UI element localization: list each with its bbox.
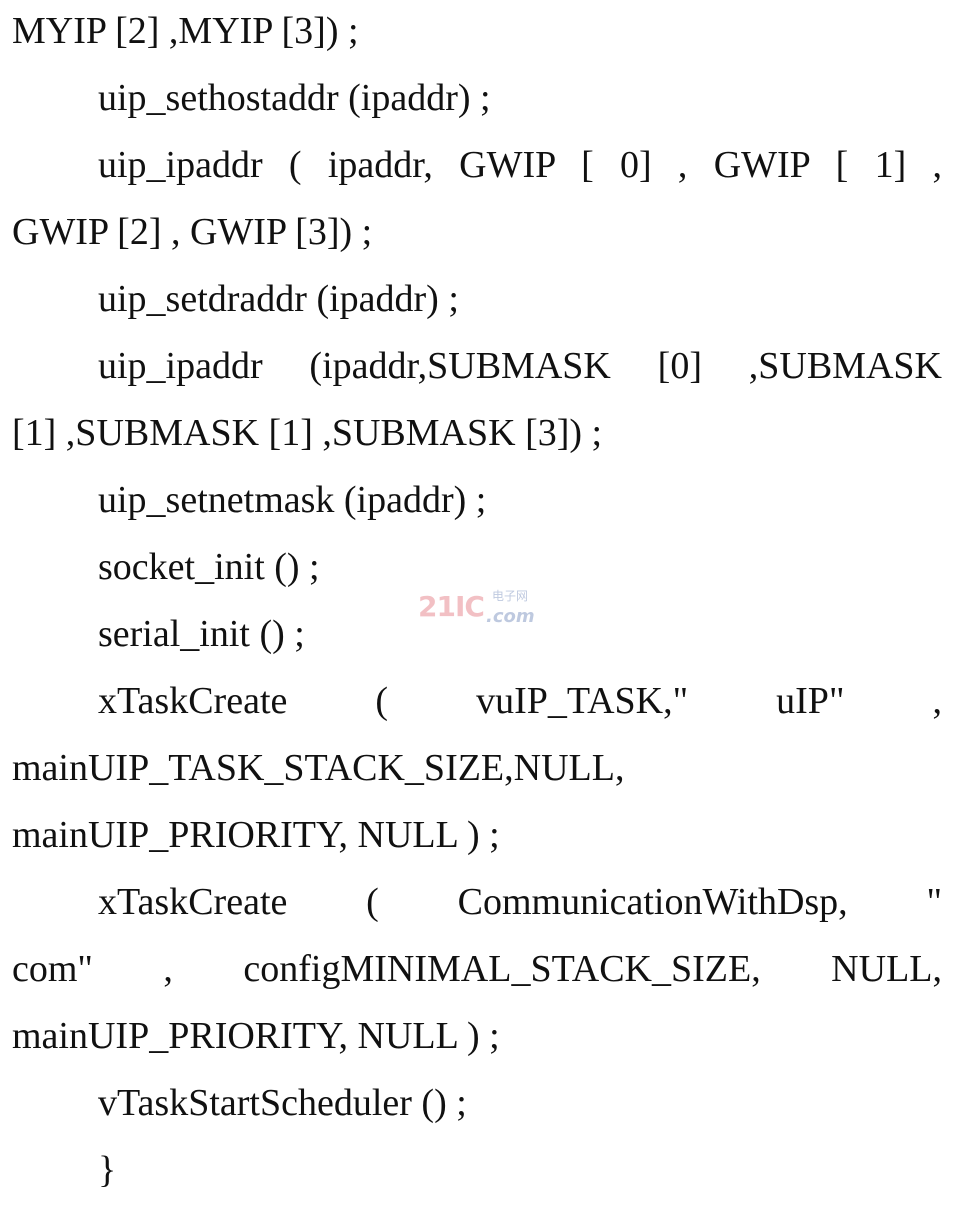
code-line-12: mainUIP_TASK_STACK_SIZE,NULL,	[12, 747, 625, 789]
code-line-9: socket_init () ;	[98, 546, 320, 588]
watermark-top-text: 电子网	[492, 589, 529, 603]
code-line-13: mainUIP_PRIORITY, NULL ) ;	[12, 814, 500, 856]
code-line-17: vTaskStartScheduler () ;	[98, 1082, 467, 1124]
code-line-11: xTaskCreate ( vuIP_TASK," uIP" ,	[98, 680, 942, 722]
code-line-14: xTaskCreate ( CommunicationWithDsp, "	[98, 881, 942, 923]
code-line-16: mainUIP_PRIORITY, NULL ) ;	[12, 1015, 500, 1057]
code-line-8: uip_setnetmask (ipaddr) ;	[98, 479, 487, 521]
watermark-main-text: 21IC	[418, 590, 485, 623]
watermark-logo: 21IC 电子网 .com	[418, 589, 558, 630]
code-line-2: uip_sethostaddr (ipaddr) ;	[98, 77, 491, 119]
code-line-18: }	[98, 1149, 117, 1191]
code-line-15: com" , configMINIMAL_STACK_SIZE, NULL,	[12, 948, 942, 990]
code-line-5: uip_setdraddr (ipaddr) ;	[98, 278, 459, 320]
watermark-sub-text: .com	[486, 606, 535, 627]
code-line-4: GWIP [2] , GWIP [3]) ;	[12, 211, 373, 253]
code-line-6: uip_ipaddr (ipaddr,SUBMASK [0] ,SUBMASK	[98, 345, 942, 387]
code-line-3: uip_ipaddr ( ipaddr, GWIP [ 0] , GWIP [ …	[98, 144, 942, 186]
code-line-1: MYIP [2] ,MYIP [3]) ;	[12, 10, 359, 52]
code-line-10: serial_init () ;	[98, 613, 305, 655]
code-line-7: [1] ,SUBMASK [1] ,SUBMASK [3]) ;	[12, 412, 603, 454]
